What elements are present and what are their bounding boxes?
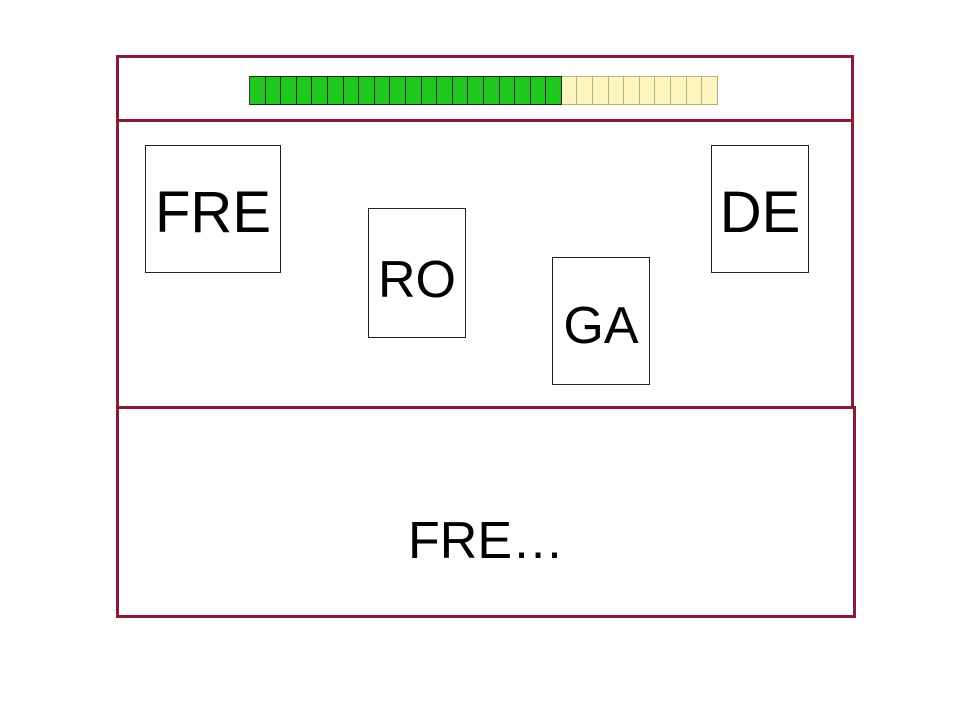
progress-segment-complete bbox=[343, 76, 360, 105]
progress-bar bbox=[249, 76, 718, 105]
syllable-card-label: DE bbox=[719, 180, 801, 245]
progress-segment-complete bbox=[452, 76, 469, 105]
syllable-card-de[interactable]: DE bbox=[711, 145, 809, 273]
progress-segment-remaining bbox=[639, 76, 656, 105]
progress-segment-remaining bbox=[593, 76, 609, 105]
progress-segment-complete bbox=[265, 76, 282, 105]
progress-segment-remaining bbox=[686, 76, 703, 105]
progress-segment-remaining bbox=[655, 76, 672, 105]
progress-segment-remaining bbox=[577, 76, 594, 105]
progress-segment-complete bbox=[437, 76, 453, 105]
progress-segment-complete bbox=[483, 76, 500, 105]
answer-text: FRE… bbox=[408, 512, 564, 570]
progress-segment-complete bbox=[312, 76, 328, 105]
progress-segment-complete bbox=[468, 76, 484, 105]
progress-segment-complete bbox=[359, 76, 375, 105]
progress-segment-complete bbox=[546, 76, 562, 105]
progress-segment-remaining bbox=[561, 76, 578, 105]
progress-segment-remaining bbox=[624, 76, 640, 105]
syllable-card-label: FRE bbox=[155, 180, 271, 245]
progress-segment-remaining bbox=[608, 76, 625, 105]
progress-segment-complete bbox=[530, 76, 547, 105]
progress-segment-complete bbox=[499, 76, 516, 105]
progress-segment-complete bbox=[405, 76, 422, 105]
syllable-card-label: GA bbox=[563, 297, 639, 355]
answer-panel bbox=[116, 406, 856, 618]
syllable-card-fre[interactable]: FRE bbox=[145, 145, 281, 273]
progress-segment-remaining bbox=[671, 76, 687, 105]
syllable-card-ga[interactable]: GA bbox=[552, 257, 650, 385]
progress-segment-complete bbox=[390, 76, 406, 105]
progress-segment-remaining bbox=[702, 76, 718, 105]
syllable-card-ro[interactable]: RO bbox=[368, 208, 466, 338]
syllable-card-label: RO bbox=[378, 251, 456, 309]
progress-segment-complete bbox=[421, 76, 438, 105]
progress-segment-complete bbox=[296, 76, 313, 105]
progress-segment-complete bbox=[281, 76, 297, 105]
progress-segment-complete bbox=[515, 76, 531, 105]
progress-segment-complete bbox=[374, 76, 391, 105]
progress-segment-complete bbox=[327, 76, 344, 105]
progress-segment-complete bbox=[250, 76, 266, 105]
